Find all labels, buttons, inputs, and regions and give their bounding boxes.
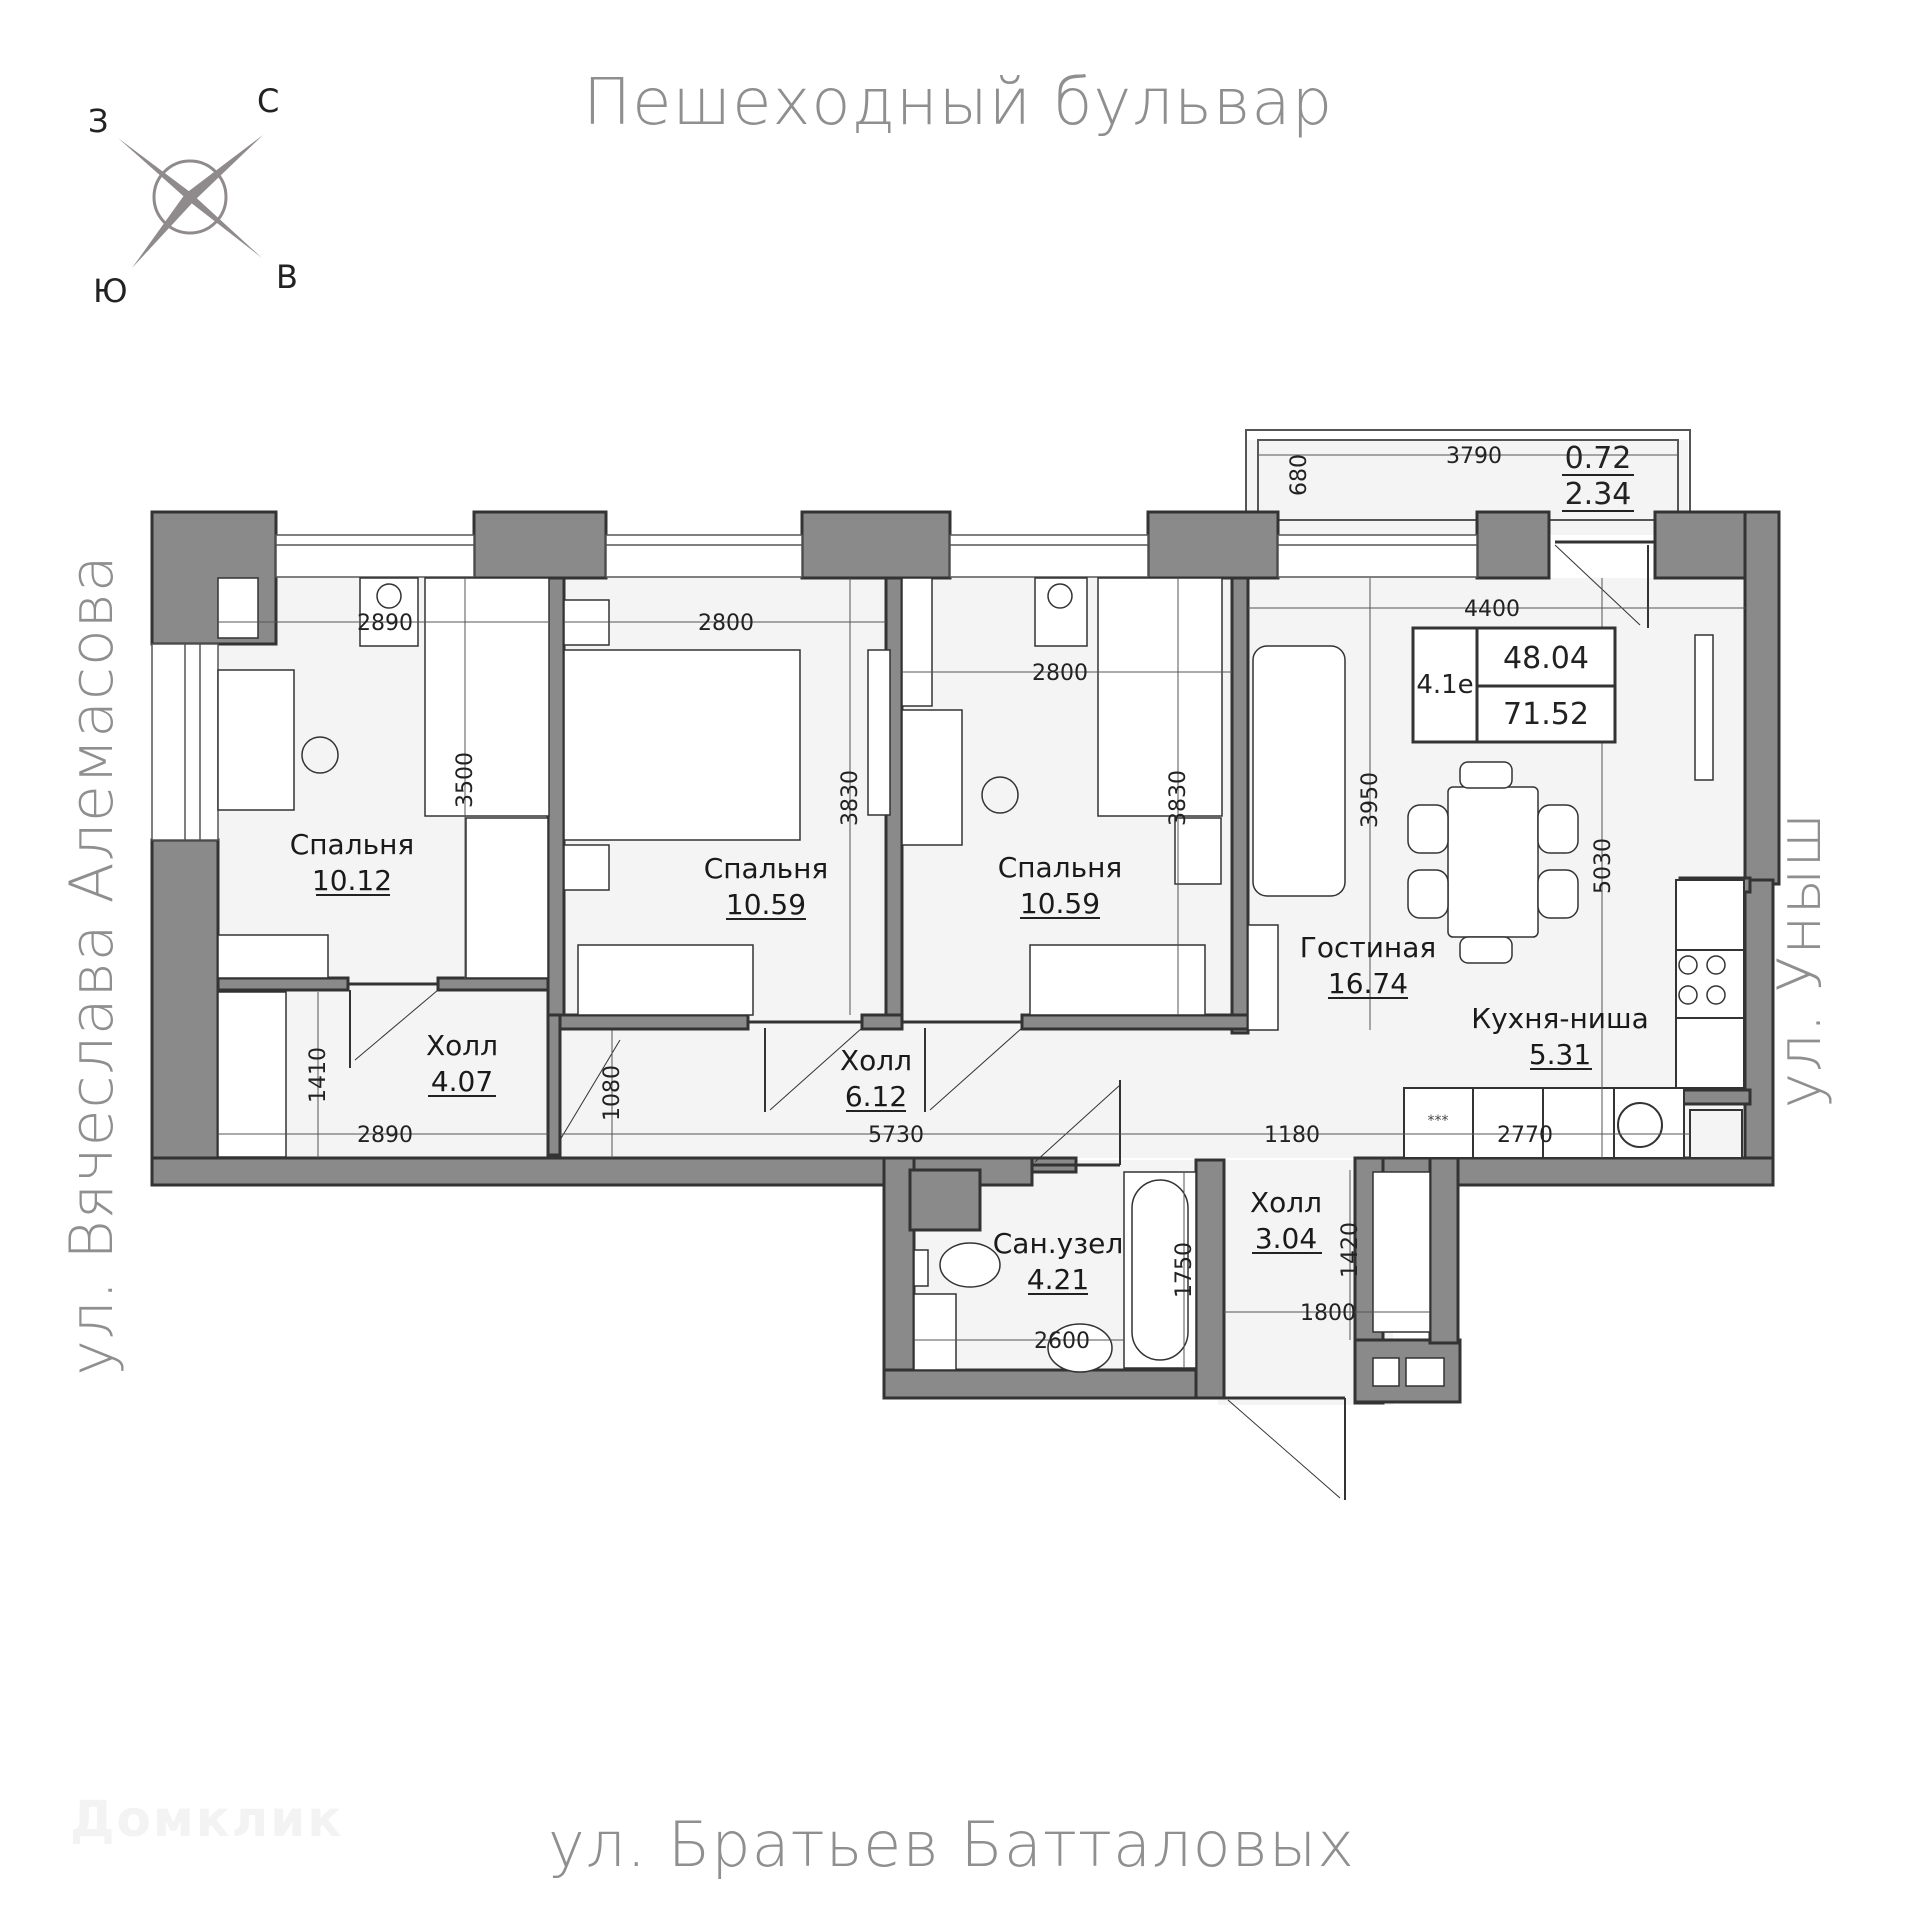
dim-corridor-length: 5730: [868, 1123, 924, 1148]
sofa-icon: [1252, 645, 1346, 897]
desk-icon: [217, 669, 295, 811]
wardrobe-icon: [1029, 944, 1206, 1016]
chair-icon: [301, 736, 339, 774]
dim-hall1-width: 2890: [357, 1123, 413, 1148]
room-area: 16.74: [1328, 967, 1408, 1000]
dining-table-icon: [1447, 786, 1539, 938]
room-bathroom: Сан.узел 4.21: [993, 1227, 1124, 1296]
room-hall-3: Холл 3.04: [1250, 1186, 1322, 1255]
dim-bed1-width: 2890: [357, 611, 413, 636]
stove-icon: [1678, 955, 1726, 1005]
dim-bed2-length: 3830: [838, 770, 863, 826]
dim-bed3-width: 2800: [1032, 661, 1088, 686]
street-label-bottom: ул. Братьев Батталовых: [548, 1808, 1355, 1881]
dim-hall2-height: 1080: [600, 1065, 625, 1121]
balcony-area-reduced: 0.72: [1565, 441, 1632, 476]
room-bedroom-1: Спальня 10.12: [290, 828, 415, 897]
room-area: 10.59: [726, 888, 806, 921]
total-area: 71.52: [1503, 697, 1589, 732]
room-name: Спальня: [704, 852, 829, 885]
desk-icon: [901, 709, 963, 846]
toilet-icon: [939, 1242, 1001, 1288]
dimension-labels: 2890 3500 2800 3830 2800 3830 4400 3950 …: [306, 444, 1616, 1354]
room-hall-2: Холл 6.12: [840, 1044, 912, 1113]
dim-balcony-width: 3790: [1446, 444, 1502, 469]
room-labels: Спальня 10.12 Спальня 10.59 Спальня 10.5…: [290, 828, 1649, 1296]
dim-hall3-width: 1800: [1300, 1301, 1356, 1326]
room-name: Холл: [426, 1029, 498, 1062]
washing-machine-icon: [913, 1293, 957, 1371]
dim-kitchen-width: 2770: [1497, 1123, 1553, 1148]
dim-living-length: 3950: [1358, 772, 1383, 828]
watermark-logo: Домклик: [70, 1790, 344, 1848]
room-name: Спальня: [998, 851, 1123, 884]
dim-hall1-height: 1410: [306, 1047, 331, 1103]
dim-bed1-length: 3500: [453, 752, 478, 808]
dim-hall3-height: 1420: [1338, 1222, 1363, 1278]
room-kitchen: Кухня-ниша 5.31: [1471, 1002, 1649, 1071]
furniture: [217, 577, 1579, 1387]
room-living: Гостиная 16.74: [1300, 931, 1436, 1000]
dim-balcony-depth: 680: [1287, 454, 1312, 496]
dim-bath-width: 2600: [1034, 1329, 1090, 1354]
apartment-type: 4.1е: [1416, 670, 1473, 700]
compass-rose-icon: [118, 135, 263, 268]
wardrobe-icon: [577, 944, 754, 1016]
double-bed-icon: [563, 649, 801, 841]
room-name: Холл: [840, 1044, 912, 1077]
room-area: 3.04: [1255, 1222, 1317, 1255]
compass-east-label: В: [276, 258, 298, 296]
bed-icon: [1097, 577, 1223, 817]
room-name: Гостиная: [1300, 931, 1436, 964]
summary-table: 4.1е 48.04 71.52: [1411, 626, 1617, 744]
balcony: [1245, 429, 1691, 521]
room-area: 4.07: [431, 1065, 493, 1098]
nightstand-icon: [359, 577, 419, 647]
room-name: Кухня-ниша: [1471, 1002, 1649, 1035]
room-area: 10.12: [312, 864, 392, 897]
chair-icon: [981, 776, 1019, 814]
dim-bath-length: 1750: [1172, 1242, 1197, 1298]
oven-mark: ***: [1428, 1113, 1449, 1129]
compass-north-label: С: [257, 82, 280, 120]
living-area: 48.04: [1503, 641, 1589, 676]
bed-icon: [424, 577, 550, 817]
windows: [151, 534, 1478, 841]
room-area: 10.59: [1020, 887, 1100, 920]
sink-icon: [1047, 1323, 1113, 1373]
dim-living-width: 4400: [1464, 597, 1520, 622]
doors: [348, 540, 1655, 1500]
room-bedroom-3: Спальня 10.59: [998, 851, 1123, 920]
dim-bed2-width: 2800: [698, 611, 754, 636]
balcony-area: 0.72 2.34: [1562, 441, 1634, 512]
dim-kitchen-length: 5030: [1591, 838, 1616, 894]
kitchen-units: [1403, 634, 1745, 1159]
compass-south-label: Ю: [93, 272, 128, 310]
room-bedroom-2: Спальня 10.59: [704, 852, 829, 921]
dimension-lines: [218, 578, 1745, 1368]
room-area: 5.31: [1529, 1038, 1591, 1071]
dim-bed3-length: 3830: [1166, 770, 1191, 826]
compass-west-label: З: [88, 102, 109, 140]
balcony-area-full: 2.34: [1565, 477, 1632, 512]
room-hall-1: Холл 4.07: [426, 1029, 498, 1098]
room-area: 4.21: [1027, 1263, 1089, 1296]
room-name: Холл: [1250, 1186, 1322, 1219]
room-name: Сан.узел: [993, 1227, 1124, 1260]
dim-corridor-segment: 1180: [1264, 1123, 1320, 1148]
room-name: Спальня: [290, 828, 415, 861]
wardrobe-icon: [465, 817, 549, 979]
room-area: 6.12: [845, 1080, 907, 1113]
street-label-top: Пешеходный бульвар: [583, 66, 1334, 140]
